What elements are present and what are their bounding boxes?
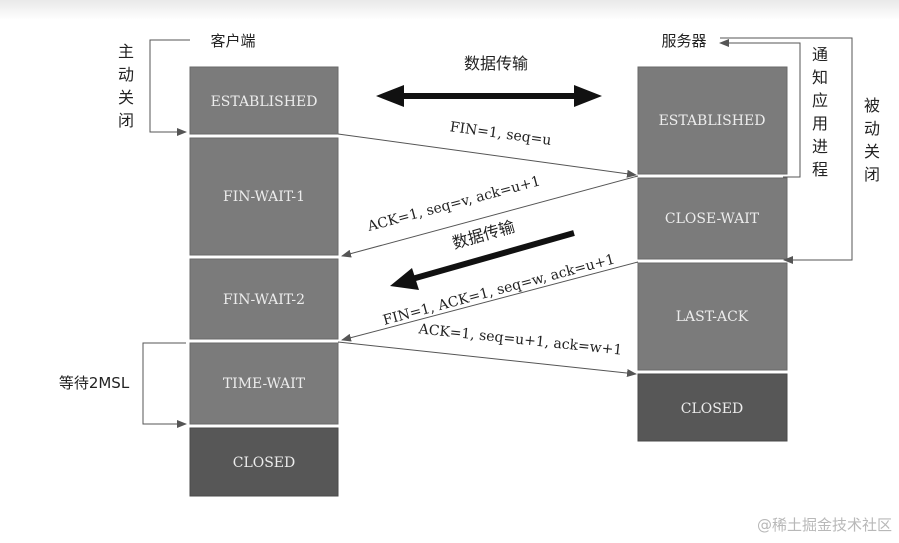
message-ack1-arrow bbox=[341, 175, 639, 258]
notify-app-char: 应 bbox=[812, 91, 828, 110]
data-transfer-top: 数据传输 bbox=[376, 54, 602, 107]
notify-app-bracket bbox=[719, 39, 801, 178]
client-state-time-wait-label: TIME-WAIT bbox=[223, 376, 306, 392]
active-close-annotation: 主 动 关 闭 bbox=[118, 39, 190, 136]
notify-app-char: 用 bbox=[812, 114, 828, 133]
message-fin2-arrow bbox=[341, 261, 639, 342]
passive-close-char: 闭 bbox=[864, 165, 880, 184]
client-state-fin-wait-1-label: FIN-WAIT-1 bbox=[223, 189, 305, 205]
active-close-char: 闭 bbox=[118, 111, 134, 130]
client-state-established-label: ESTABLISHED bbox=[211, 94, 318, 110]
server-state-established-box bbox=[637, 66, 788, 175]
passive-close-char: 关 bbox=[864, 142, 880, 161]
data-transfer-mid-shaft bbox=[411, 230, 575, 282]
server-state-last-ack-box bbox=[637, 262, 788, 371]
watermark: @稀土掘金技术社区 bbox=[757, 516, 892, 534]
server-state-closed-label: CLOSED bbox=[681, 401, 744, 417]
message-fin1-label: FIN=1, seq=u bbox=[449, 119, 552, 149]
notify-app-char: 通 bbox=[812, 45, 828, 64]
notify-app-char: 进 bbox=[812, 137, 828, 156]
client-state-fin-wait-2-label: FIN-WAIT-2 bbox=[223, 292, 305, 308]
data-transfer-top-label: 数据传输 bbox=[464, 54, 528, 73]
notify-app-char: 知 bbox=[812, 68, 828, 87]
data-transfer-mid-head bbox=[390, 268, 419, 290]
notify-app-annotation: 通 知 应 用 进 程 bbox=[719, 39, 828, 179]
client-state-closed-box bbox=[189, 427, 339, 497]
server-state-close-wait-box bbox=[637, 177, 788, 260]
message-ack1: ACK=1, seq=v, ack=u+1 bbox=[341, 173, 639, 258]
active-close-char: 动 bbox=[118, 65, 134, 84]
server-state-close-wait-label: CLOSE-WAIT bbox=[665, 211, 760, 227]
wait-2msl-annotation: 等待2MSL bbox=[59, 342, 187, 428]
message-fin1-arrow bbox=[337, 133, 637, 178]
data-transfer-top-right-head bbox=[574, 85, 602, 107]
passive-close-char: 被 bbox=[864, 96, 880, 115]
data-transfer-mid-label: 数据传输 bbox=[450, 217, 517, 253]
server-column: 服务器 ESTABLISHED CLOSE-WAIT LAST-ACK CLOS… bbox=[637, 32, 788, 442]
client-column: 客户端 ESTABLISHED FIN-WAIT-1 FIN-WAIT-2 TI… bbox=[189, 32, 339, 497]
server-state-last-ack-label: LAST-ACK bbox=[676, 309, 749, 325]
server-state-established-label: ESTABLISHED bbox=[659, 113, 766, 129]
wait-2msl-label: 等待2MSL bbox=[59, 374, 130, 392]
active-close-char: 关 bbox=[118, 88, 134, 107]
server-title: 服务器 bbox=[661, 32, 706, 50]
active-close-char: 主 bbox=[118, 42, 134, 61]
passive-close-annotation: 被 动 关 闭 bbox=[720, 37, 880, 264]
data-transfer-top-left-head bbox=[376, 85, 404, 107]
wait-2msl-bracket bbox=[142, 342, 187, 428]
client-state-established-box bbox=[189, 66, 339, 135]
client-title: 客户端 bbox=[210, 32, 255, 50]
client-state-time-wait-box bbox=[189, 342, 339, 425]
notify-app-char: 程 bbox=[812, 160, 828, 179]
client-state-fin-wait-2-box bbox=[189, 258, 339, 340]
message-ack2-arrow bbox=[337, 341, 637, 378]
passive-close-char: 动 bbox=[864, 119, 880, 138]
message-ack2-label: ACK=1, seq=u+1, ack=w+1 bbox=[417, 321, 623, 358]
server-state-closed-box bbox=[637, 373, 788, 442]
active-close-bracket bbox=[149, 39, 190, 136]
client-state-fin-wait-1-box bbox=[189, 137, 339, 256]
passive-close-bracket bbox=[720, 37, 853, 264]
message-fin2: FIN=1, ACK=1, seq=w, ack=u+1 bbox=[341, 251, 639, 342]
message-fin2-label: FIN=1, ACK=1, seq=w, ack=u+1 bbox=[381, 251, 616, 328]
message-fin1: FIN=1, seq=u bbox=[337, 119, 637, 178]
client-state-closed-label: CLOSED bbox=[233, 455, 296, 471]
